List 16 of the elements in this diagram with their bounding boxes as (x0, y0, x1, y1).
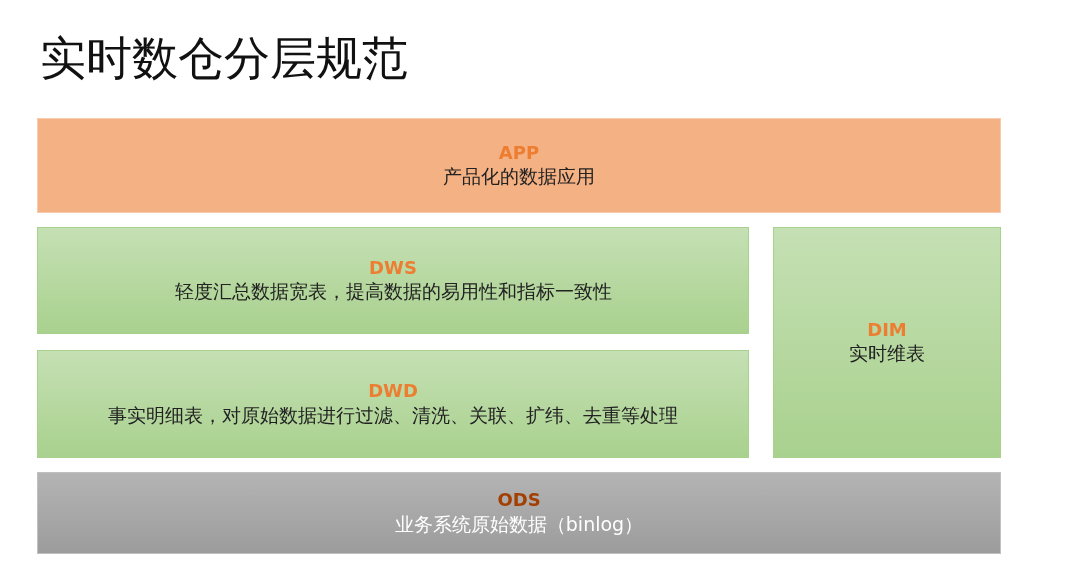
layer-description: 实时维表 (849, 341, 925, 367)
layer-box (37, 118, 1001, 213)
layer-description: 业务系统原始数据（binlog） (394, 511, 644, 537)
slide-title: 实时数仓分层规范 (40, 30, 408, 87)
layer-description: 轻度汇总数据宽表，提高数据的易用性和指标一致性 (174, 279, 612, 305)
layer-box (37, 227, 749, 334)
layer-name: DIM (867, 318, 907, 342)
layer-box (773, 227, 1001, 458)
layer-box (37, 472, 1001, 554)
layer-name: APP (498, 141, 540, 165)
layer-name: DWD (368, 379, 418, 403)
layer-box (37, 350, 749, 458)
layer-description: 产品化的数据应用 (443, 164, 595, 190)
layer-name: DWS (369, 256, 417, 280)
layer-name: ODS (497, 488, 541, 512)
layer-description: 事实明细表，对原始数据进行过滤、清洗、关联、扩纬、去重等处理 (108, 402, 678, 428)
